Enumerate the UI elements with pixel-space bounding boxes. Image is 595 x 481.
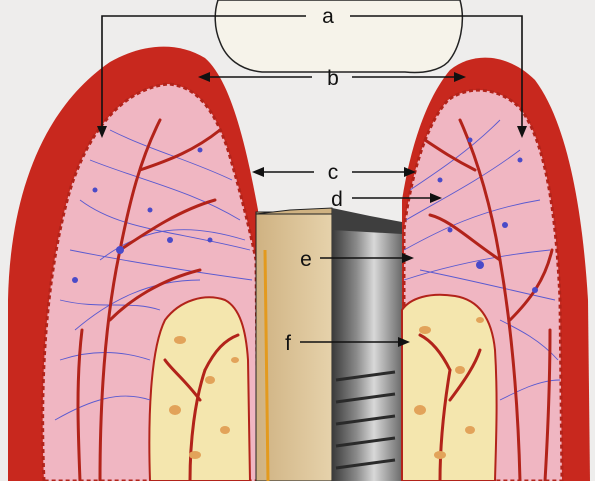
label-e: e [300, 248, 312, 271]
label-f: f [285, 332, 291, 355]
label-d: d [331, 188, 343, 211]
label-c: c [328, 161, 339, 184]
label-a: a [322, 5, 334, 28]
label-b: b [327, 67, 339, 90]
right-alveolar-bone [402, 295, 497, 481]
tooth-crown [215, 0, 462, 73]
